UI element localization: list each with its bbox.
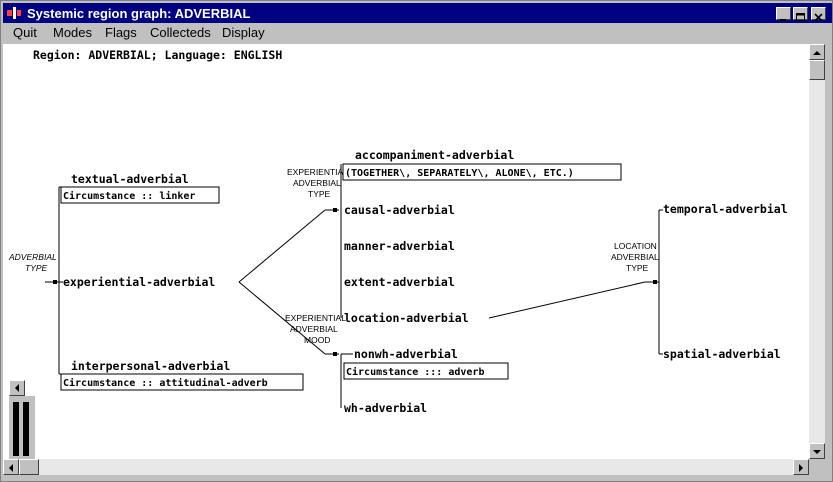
panel-divider-2 xyxy=(23,402,29,456)
node-wh-adverbial[interactable]: wh-adverbial xyxy=(344,401,427,415)
scroll-down-button[interactable] xyxy=(809,443,825,459)
node-nonwh-adverbial[interactable]: nonwh-adverbial xyxy=(354,347,458,361)
arrow-head-location-type xyxy=(653,280,657,284)
node-experiential-adverbial[interactable]: experiential-adverbial xyxy=(63,275,215,289)
window-title: Systemic region graph: ADVERBIAL xyxy=(27,6,251,21)
arrow-head-exp-type xyxy=(333,208,337,212)
realization-textual: Circumstance :: linker xyxy=(63,190,195,202)
app-icon xyxy=(7,7,21,19)
entry-arrow-head xyxy=(53,280,57,284)
arrow-head-exp-mood xyxy=(333,352,337,356)
node-manner-adverbial[interactable]: manner-adverbial xyxy=(344,239,455,253)
node-temporal-adverbial[interactable]: temporal-adverbial xyxy=(663,202,788,216)
link-exp-mood xyxy=(238,281,326,355)
horizontal-scrollbar[interactable] xyxy=(3,459,809,475)
node-extent-adverbial[interactable]: extent-adverbial xyxy=(344,275,455,289)
menu-display[interactable]: Display xyxy=(222,25,265,40)
canvas-side-panel xyxy=(9,396,35,459)
link-location-type xyxy=(488,281,646,319)
scroll-corner xyxy=(809,459,825,475)
realization-box-textual xyxy=(60,186,220,204)
node-accompaniment-adverbial[interactable]: accompaniment-adverbial xyxy=(355,148,514,162)
system-adverbial-type-line2: TYPE xyxy=(25,263,48,273)
scroll-up-button[interactable] xyxy=(809,44,825,60)
system-location-type-line1: LOCATION xyxy=(614,241,657,251)
node-textual-adverbial[interactable]: textual-adverbial xyxy=(71,172,189,186)
system-exp-type-line2: ADVERBIAL xyxy=(293,178,341,188)
close-button[interactable] xyxy=(811,7,826,22)
menu-modes[interactable]: Modes xyxy=(53,25,93,40)
menu-quit[interactable]: Quit xyxy=(13,25,37,40)
up-arrow-icon xyxy=(813,51,821,55)
systemic-graph: Region: ADVERBIAL; Language: ENGLISH ADV… xyxy=(8,48,788,415)
scroll-right-button[interactable] xyxy=(793,459,809,475)
node-spatial-adverbial[interactable]: spatial-adverbial xyxy=(663,347,781,361)
left-arrow-icon xyxy=(15,384,19,392)
system-exp-type-line1: EXPERIENTIAL xyxy=(287,167,348,177)
graph-canvas[interactable]: Region: ADVERBIAL; Language: ENGLISH ADV… xyxy=(3,44,809,459)
link-exp-type xyxy=(238,209,326,283)
node-causal-adverbial[interactable]: causal-adverbial xyxy=(344,203,455,217)
node-location-adverbial[interactable]: location-adverbial xyxy=(344,311,469,325)
realization-interpersonal: Circumstance :: attitudinal-adverb xyxy=(63,377,268,389)
maximize-button[interactable] xyxy=(793,7,808,21)
region-header: Region: ADVERBIAL; Language: ENGLISH xyxy=(33,48,282,62)
menu-collecteds[interactable]: Collecteds xyxy=(150,25,211,40)
minimize-button[interactable] xyxy=(776,7,791,21)
right-arrow-icon xyxy=(799,464,803,472)
vertical-scroll-thumb[interactable] xyxy=(809,60,825,80)
system-exp-mood-line2: ADVERBIAL xyxy=(290,324,338,334)
panel-divider xyxy=(13,402,19,456)
menu-flags[interactable]: Flags xyxy=(105,25,137,40)
down-arrow-icon xyxy=(813,450,821,454)
system-location-type-line2: ADVERBIAL xyxy=(611,252,659,262)
menu-bar: Quit Modes Flags Collecteds Display xyxy=(3,23,832,43)
system-exp-type-line3: TYPE xyxy=(308,189,331,199)
vertical-scrollbar[interactable] xyxy=(809,44,825,459)
node-interpersonal-adverbial[interactable]: interpersonal-adverbial xyxy=(71,359,230,373)
system-exp-mood-line3: MOOD xyxy=(304,335,330,345)
realization-nonwh: Circumstance ::: adverb xyxy=(346,366,484,378)
horizontal-scroll-thumb[interactable] xyxy=(19,459,39,475)
scroll-left-button[interactable] xyxy=(3,459,19,475)
title-bar[interactable]: Systemic region graph: ADVERBIAL xyxy=(3,3,832,23)
realization-box-nonwh xyxy=(343,362,509,380)
close-icon xyxy=(814,13,823,22)
realization-box-interpersonal xyxy=(60,373,304,391)
maximize-icon xyxy=(796,13,805,21)
system-adverbial-type-line1: ADVERBIAL xyxy=(8,252,57,262)
canvas-scroll-left-button[interactable] xyxy=(9,380,25,396)
left-arrow-icon xyxy=(9,464,13,472)
system-exp-mood-line1: EXPERIENTIAL xyxy=(285,313,346,323)
realization-box-accompaniment xyxy=(342,163,622,181)
realization-accompaniment: (TOGETHER\, SEPARATELY\, ALONE\, ETC.) xyxy=(345,168,574,179)
system-location-type-line3: TYPE xyxy=(626,263,649,273)
minimize-icon xyxy=(780,19,786,21)
